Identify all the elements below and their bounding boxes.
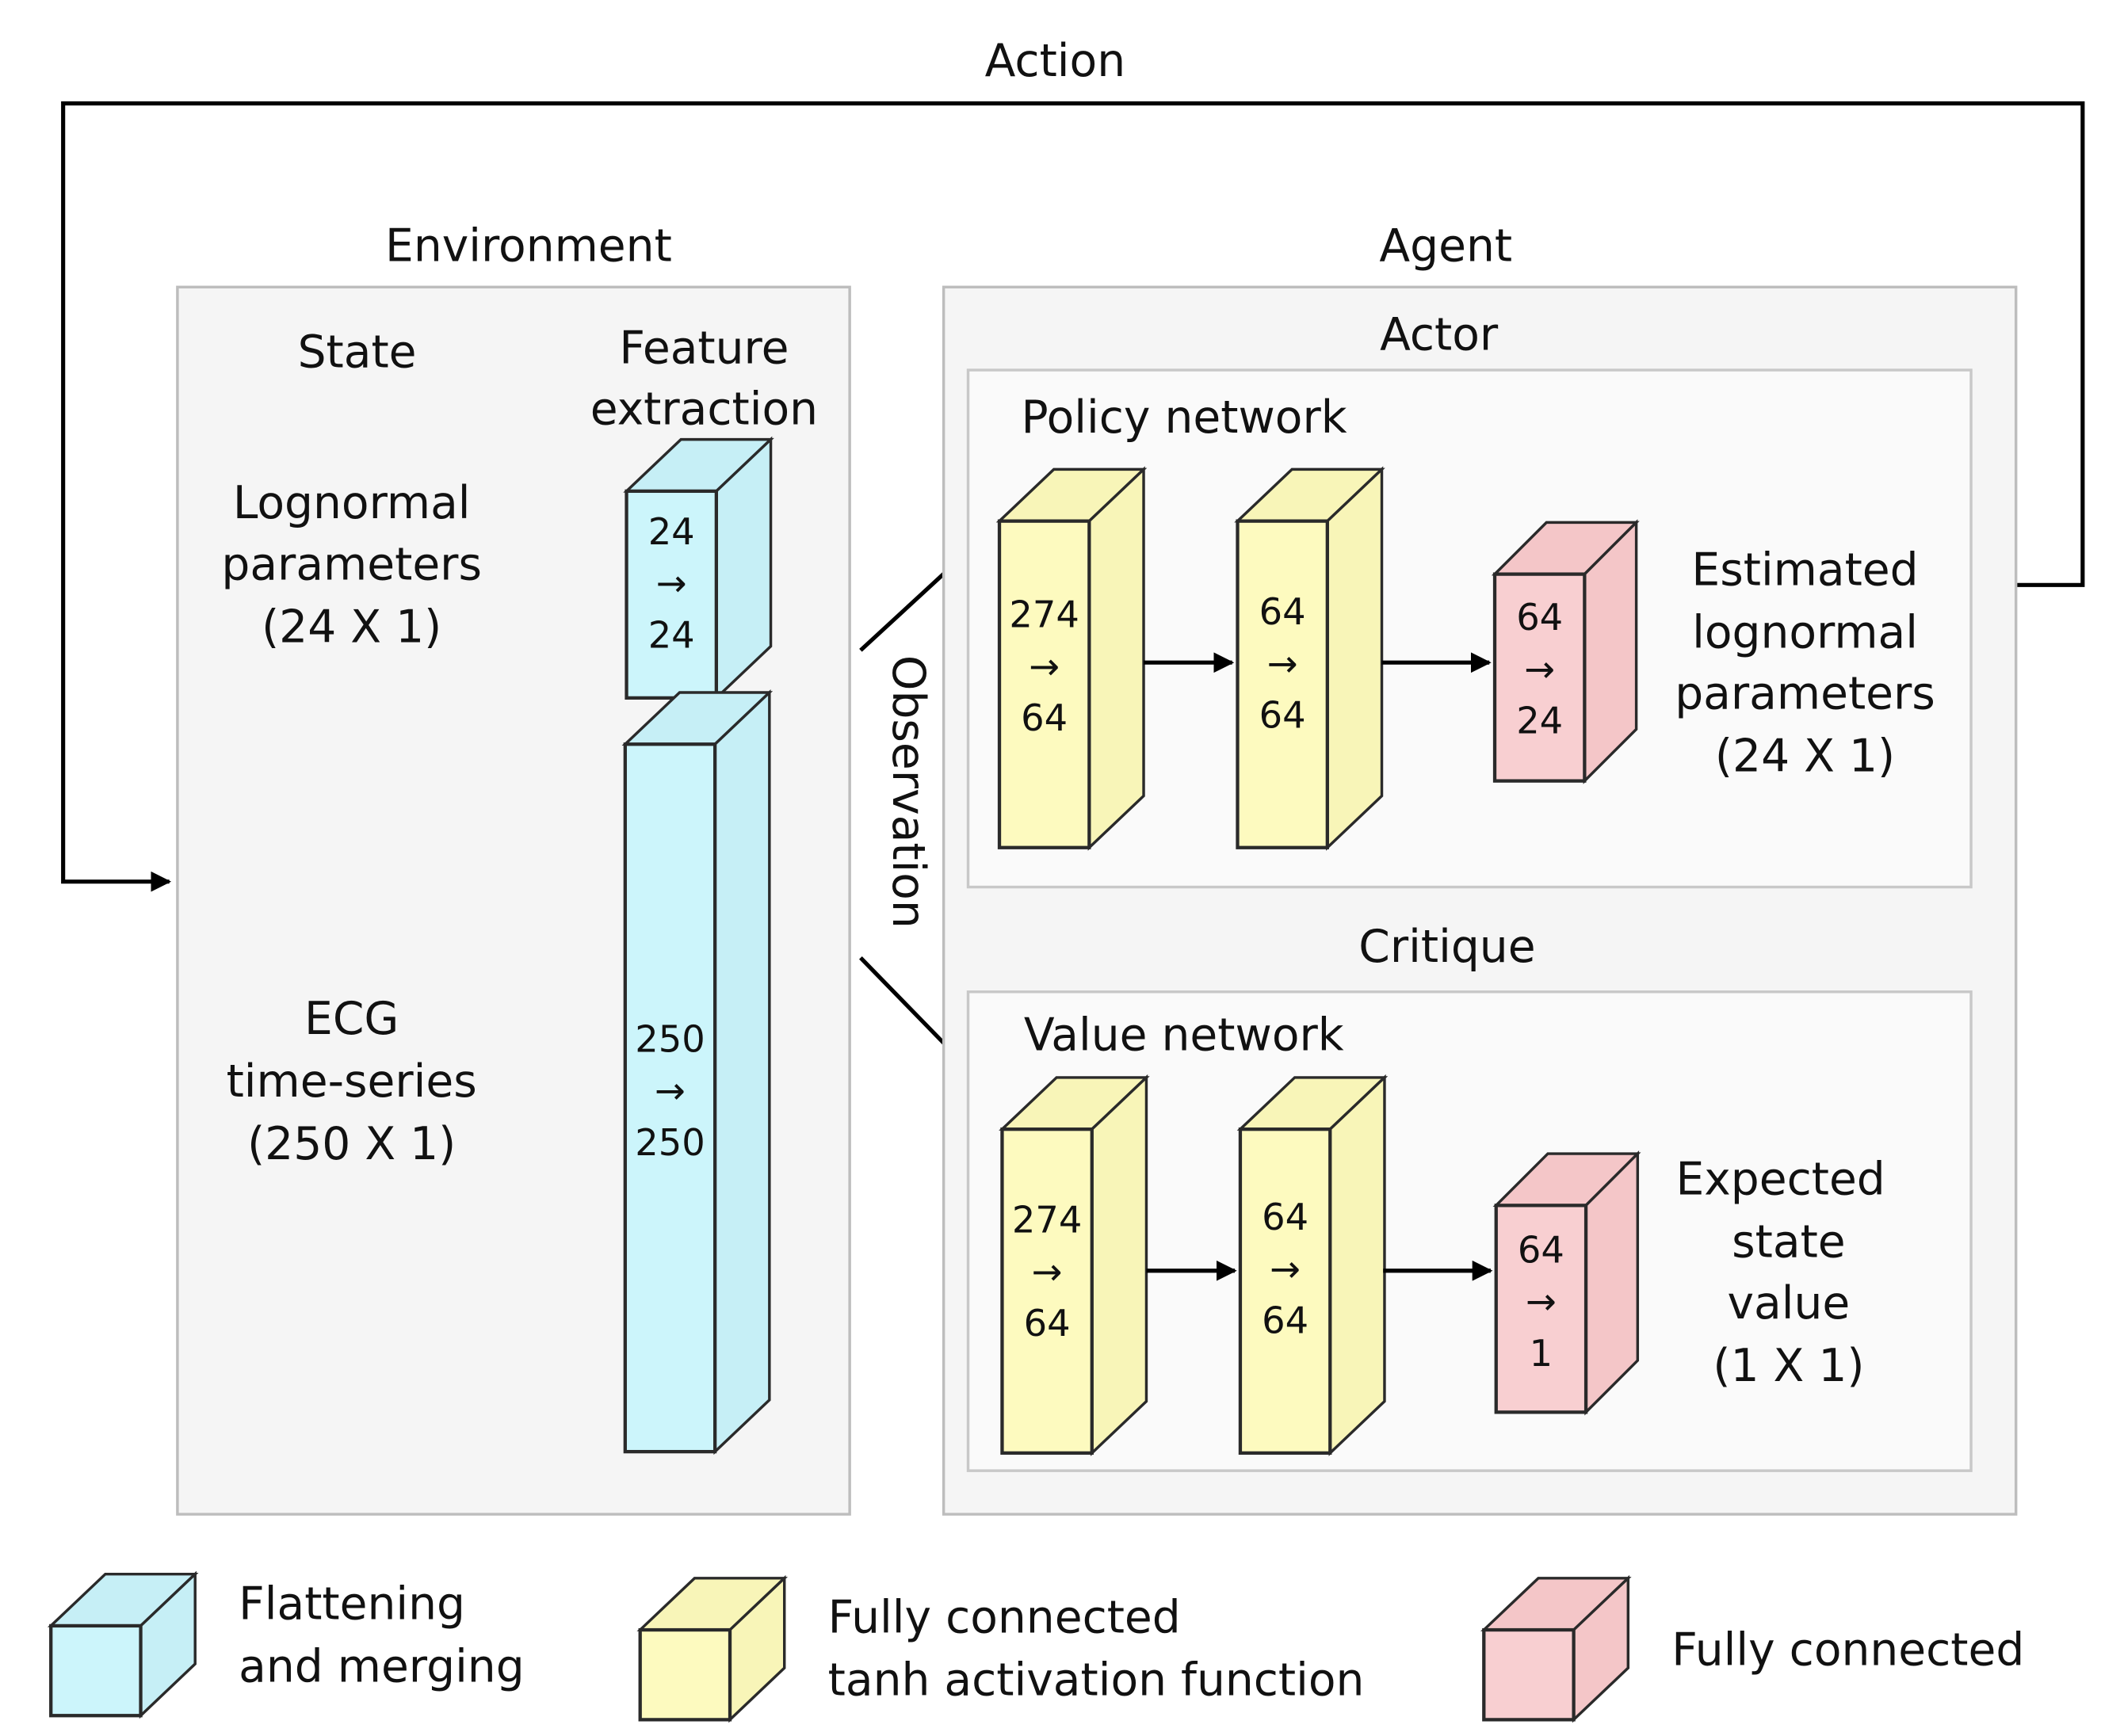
actor-output-line1: Estimated	[1691, 544, 1918, 596]
flatten-block-lognormal-arrow-icon: →	[656, 562, 687, 605]
value-network-title: Value network	[1024, 1009, 1344, 1062]
legend-fc-cube	[1480, 1574, 1632, 1723]
flatten-block-ecg-side-face	[713, 689, 771, 1456]
flatten-block-lognormal: 24 → 24	[623, 436, 774, 701]
legend-flatten-line2: and merging	[239, 1640, 525, 1692]
actor-output-line4: (24 X 1)	[1715, 731, 1895, 783]
value-layer-1-output-size: 64	[1024, 1302, 1071, 1345]
value-layer-1-arrow-icon: →	[1032, 1250, 1063, 1293]
flatten-block-ecg-input-size: 250	[635, 1017, 705, 1060]
policy-layer-1-side-face	[1087, 466, 1145, 851]
policy-layer-3: 64 → 24	[1491, 519, 1640, 784]
critique-output-line3: value	[1728, 1277, 1851, 1330]
policy-network-title: Policy network	[1021, 391, 1347, 444]
lognormal-label-line3: (24 X 1)	[262, 601, 441, 653]
flatten-block-ecg-arrow-icon: →	[655, 1070, 686, 1112]
legend-tanh-line2: tanh activation function	[828, 1654, 1365, 1706]
flatten-block-ecg-output-size: 250	[635, 1121, 705, 1164]
value-layer-3-output-size: 1	[1530, 1332, 1553, 1375]
value-layer-1-input-size: 274	[1012, 1199, 1082, 1242]
value-layer-1: 274 → 64	[999, 1074, 1150, 1456]
value-layer-3-arrow-icon: →	[1526, 1280, 1557, 1323]
agent-title: Agent	[1379, 220, 1512, 273]
legend-flatten-line1: Flattening	[239, 1578, 465, 1630]
legend-tanh-cube	[636, 1574, 789, 1723]
value-layer-1-front-face	[1000, 1127, 1094, 1455]
feature-header-line2: extraction	[590, 383, 818, 436]
policy-layer-3-front-face	[1492, 572, 1587, 783]
action-loop-line	[61, 101, 2085, 892]
policy-layer-2-arrow-icon: →	[1267, 642, 1298, 685]
environment-panel: Environment State Feature extraction Log…	[176, 220, 851, 1516]
value-layer-2-output-size: 64	[1262, 1299, 1308, 1342]
flatten-block-lognormal-front-face	[625, 489, 719, 700]
ecg-flatten-block: 250 → 250	[621, 689, 774, 1456]
actor-output-line3: parameters	[1675, 668, 1935, 720]
state-header: State	[298, 326, 417, 379]
critique-output-line1: Expected	[1675, 1154, 1885, 1206]
value-layer-2-input-size: 64	[1262, 1196, 1308, 1238]
policy-layer-2-side-face	[1326, 466, 1384, 851]
flatten-block-ecg: 250 → 250	[621, 689, 774, 1456]
actor-output-line2: lognormal	[1692, 606, 1918, 658]
policy-layer-1: 274 → 64	[995, 466, 1148, 851]
value-layer-2-arrow-icon: →	[1270, 1247, 1301, 1290]
lognormal-label-line1: Lognormal	[233, 477, 471, 529]
feature-header-line1: Feature	[619, 322, 789, 374]
action-loop: Action	[61, 35, 2085, 892]
legend-flatten-cube-front-face	[49, 1623, 143, 1718]
actor-title: Actor	[1380, 308, 1499, 361]
value-network-layers: 274 → 64 64 → 64 64 → 1	[999, 1074, 1641, 1456]
lognormal-flatten-block: 24 → 24	[623, 436, 774, 701]
policy-layer-1-output-size: 64	[1021, 696, 1068, 739]
lognormal-label-line2: parameters	[221, 538, 482, 590]
legend: Flattening and merging Fully connected t…	[47, 1570, 2024, 1723]
ecg-label-line3: (250 X 1)	[247, 1118, 456, 1170]
value-layer-3-input-size: 64	[1518, 1228, 1564, 1271]
value-layer-1-side-face	[1091, 1074, 1148, 1456]
critique-title: Critique	[1358, 921, 1535, 973]
policy-layer-1-front-face	[997, 519, 1091, 849]
value-layer-3-front-face	[1494, 1204, 1588, 1414]
value-layer-3: 64 → 1	[1492, 1150, 1641, 1416]
legend-flatten-cube	[47, 1570, 199, 1719]
value-layer-2: 64 → 64	[1236, 1074, 1389, 1456]
legend-fc-line1: Fully connected	[1671, 1624, 2024, 1677]
legend-swatch-fc	[1480, 1574, 1632, 1723]
ecg-label-line1: ECG	[304, 993, 399, 1045]
flatten-block-ecg-front-face	[623, 742, 717, 1454]
legend-tanh-line1: Fully connected	[828, 1592, 1181, 1644]
flatten-block-lognormal-output-size: 24	[648, 613, 695, 656]
legend-swatch-flatten	[47, 1570, 199, 1719]
policy-layer-3-input-size: 64	[1516, 596, 1563, 639]
critique-output-line2: state	[1732, 1216, 1846, 1269]
environment-title: Environment	[385, 220, 672, 273]
policy-network-layers: 274 → 64 64 → 64 64 → 24	[995, 466, 1640, 851]
ecg-label-line2: time-series	[227, 1055, 477, 1108]
legend-swatch-tanh	[636, 1574, 789, 1723]
policy-layer-2-output-size: 64	[1259, 694, 1306, 737]
policy-layer-2-front-face	[1236, 519, 1329, 849]
flatten-block-lognormal-input-size: 24	[648, 510, 695, 553]
policy-layer-3-output-size: 24	[1516, 700, 1563, 742]
legend-fc-cube-front-face	[1482, 1627, 1576, 1722]
policy-layer-1-input-size: 274	[1009, 593, 1079, 636]
agent-panel: Agent Actor Policy network 274→6464→6464…	[942, 220, 2018, 1516]
policy-layer-3-arrow-icon: →	[1524, 647, 1555, 690]
legend-tanh-cube-front-face	[638, 1627, 732, 1722]
observation-label: Observation	[882, 655, 934, 929]
value-layer-2-front-face	[1238, 1127, 1332, 1455]
critique-output-line4: (1 X 1)	[1713, 1340, 1864, 1392]
action-label: Action	[985, 35, 1125, 87]
policy-layer-2-input-size: 64	[1259, 590, 1306, 633]
policy-layer-1-arrow-icon: →	[1029, 645, 1060, 688]
value-layer-2-side-face	[1328, 1074, 1386, 1456]
policy-layer-2: 64 → 64	[1234, 466, 1385, 851]
